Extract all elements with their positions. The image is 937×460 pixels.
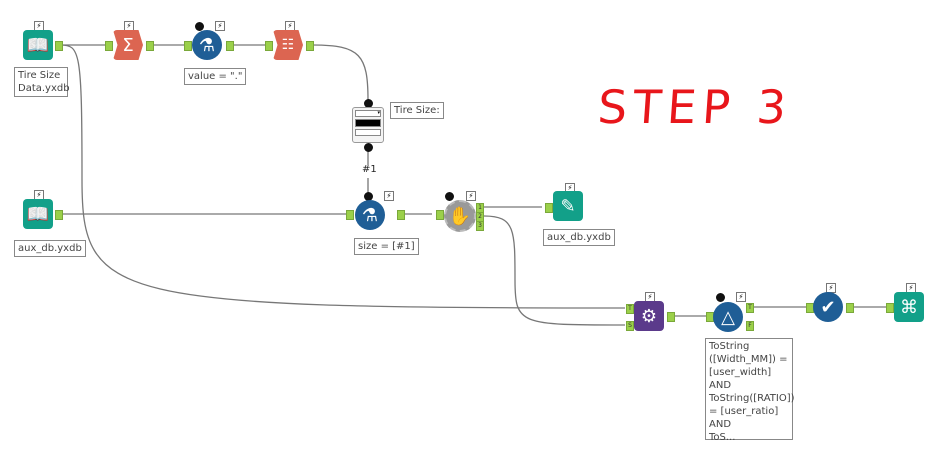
output-anchor[interactable] xyxy=(226,41,234,51)
output-anchor[interactable] xyxy=(55,41,63,51)
wire xyxy=(59,44,626,309)
input-anchor[interactable] xyxy=(436,210,444,220)
browse-tool[interactable]: ⌘ xyxy=(894,292,924,322)
input-anchor[interactable] xyxy=(886,303,894,313)
output-anchor[interactable] xyxy=(55,210,63,220)
dropdown-interface-tool[interactable]: ▾ xyxy=(352,107,384,143)
tool-label: aux_db.yxdb xyxy=(14,240,86,257)
filter-tool[interactable]: △ xyxy=(713,302,743,332)
bolt-icon: ⚡ xyxy=(384,191,394,201)
input-anchor[interactable] xyxy=(105,41,113,51)
tool-label: Tire Size Data.yxdb xyxy=(14,67,70,97)
output-icon: ✎ xyxy=(560,195,576,217)
tool-label: value = "." xyxy=(184,68,247,85)
summarize-tool[interactable]: Σ xyxy=(113,30,143,60)
tool-label: size = [#1] xyxy=(354,238,419,255)
bolt-icon: ⚡ xyxy=(124,21,134,31)
wire xyxy=(483,215,626,326)
input-anchor[interactable] xyxy=(184,41,192,51)
output-anchor[interactable] xyxy=(146,41,154,51)
arrange-tool[interactable]: ☷ xyxy=(273,30,303,60)
output-anchor[interactable] xyxy=(306,41,314,51)
input-tool-aux-db[interactable]: 📖 xyxy=(23,199,53,229)
step-annotation: STEP 3 xyxy=(596,80,794,134)
arrange-icon: ☷ xyxy=(281,37,295,53)
bolt-icon: ⚡ xyxy=(215,21,225,31)
gears-icon: ⚙ xyxy=(640,305,658,327)
output-anchor-true[interactable]: T xyxy=(746,303,754,313)
bolt-icon: ⚡ xyxy=(736,292,746,302)
gauge-icon xyxy=(364,143,373,152)
gauge-icon xyxy=(716,293,725,302)
input-anchor-t[interactable]: T xyxy=(626,304,634,314)
output-anchor-false[interactable]: F xyxy=(746,321,754,331)
wire xyxy=(312,44,369,101)
formula-tool[interactable]: ⚗ xyxy=(355,200,385,230)
output-anchor-3[interactable]: 3 xyxy=(476,221,484,231)
input-tool-tire-size[interactable]: 📖 xyxy=(23,30,53,60)
gauge-icon xyxy=(445,192,454,201)
check-icon: ✔ xyxy=(820,296,836,318)
filter-icon: △ xyxy=(721,306,735,328)
output-anchor[interactable] xyxy=(667,312,675,322)
bolt-icon: ⚡ xyxy=(285,21,295,31)
block-until-done-tool[interactable]: ✋ xyxy=(444,200,476,232)
output-tool[interactable]: ✎ xyxy=(553,191,583,221)
append-fields-tool[interactable]: ⚙ xyxy=(634,301,664,331)
sigma-icon: Σ xyxy=(122,34,134,56)
input-anchor[interactable] xyxy=(545,203,553,213)
book-icon: 📖 xyxy=(26,203,50,225)
tool-label: aux_db.yxdb xyxy=(543,229,615,246)
input-anchor[interactable] xyxy=(346,210,354,220)
flask-icon: ⚗ xyxy=(361,204,379,226)
book-icon: 📖 xyxy=(26,34,50,56)
output-anchor[interactable] xyxy=(397,210,405,220)
binoculars-icon: ⌘ xyxy=(900,296,918,318)
input-anchor-s[interactable]: S xyxy=(626,321,634,331)
formula-tool[interactable]: ⚗ xyxy=(192,30,222,60)
flask-icon: ⚗ xyxy=(198,34,216,56)
tool-label: Tire Size: xyxy=(390,102,444,119)
output-anchor[interactable] xyxy=(846,303,854,313)
input-anchor[interactable] xyxy=(265,41,273,51)
test-tool[interactable]: ✔ xyxy=(813,292,843,322)
bolt-icon: ⚡ xyxy=(466,191,476,201)
hand-icon: ✋ xyxy=(448,205,472,227)
connection-label: #1 xyxy=(362,164,377,175)
tool-label: ToString ([Width_MM]) = [user_width] AND… xyxy=(705,338,795,443)
